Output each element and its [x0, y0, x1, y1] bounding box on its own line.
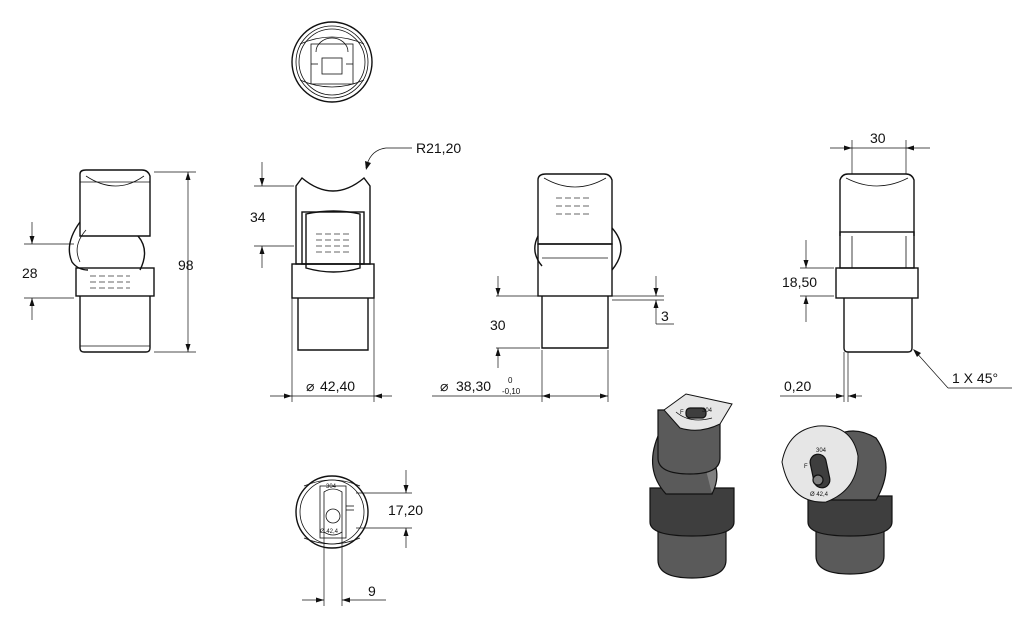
dim-9-label: 9: [368, 583, 376, 599]
tolerance-upper: 0: [508, 376, 513, 385]
dim-3-label: 3: [661, 308, 669, 324]
diameter-symbol: ⌀: [306, 378, 314, 394]
iso1-marking-code: 304: [702, 408, 713, 414]
isometric-view-1: 304 F: [649, 393, 735, 579]
dim-diameter-38-label: 38,30: [456, 378, 491, 394]
dim-radius-label: R21,20: [416, 140, 461, 156]
dim-0-20-label: 0,20: [784, 378, 811, 394]
iso2-marking-letter: F: [804, 464, 808, 470]
tolerance-lower: -0,10: [502, 387, 521, 396]
bottom-marking-size: Ø 42,4: [320, 529, 339, 535]
dim-30-label: 30: [490, 317, 506, 333]
bottom-marking-code: 304: [326, 484, 337, 490]
dim-98-label: 98: [178, 257, 194, 273]
bottom-view: 304 Ø 42,4 17,20 9: [295, 470, 423, 606]
diameter-symbol-2: ⌀: [440, 378, 448, 394]
iso1-marking-letter: F: [680, 410, 684, 416]
dim-34-label: 34: [250, 209, 266, 225]
side-view-right: 30 18,50 1 X 45° 0,20: [780, 130, 1012, 402]
dim-18-50-label: 18,50: [782, 274, 817, 290]
iso2-marking-size: Ø 42,4: [810, 492, 829, 498]
dim-diameter-42-label: 42,40: [320, 378, 355, 394]
front-view: R21,20 34 ⌀ 42,40: [250, 140, 461, 402]
side-view-left: 28 98: [22, 169, 196, 353]
isometric-view-2: 304 F Ø 42,4: [781, 425, 893, 575]
dim-30-width-label: 30: [870, 130, 886, 146]
top-view: [291, 21, 373, 103]
dim-17-20-label: 17,20: [388, 502, 423, 518]
iso2-marking-code: 304: [816, 448, 827, 454]
dim-chamfer-label: 1 X 45°: [952, 370, 998, 386]
back-view: 30 3 ⌀ 38,30 0 -0,10: [432, 173, 674, 402]
dim-28-label: 28: [22, 265, 38, 281]
